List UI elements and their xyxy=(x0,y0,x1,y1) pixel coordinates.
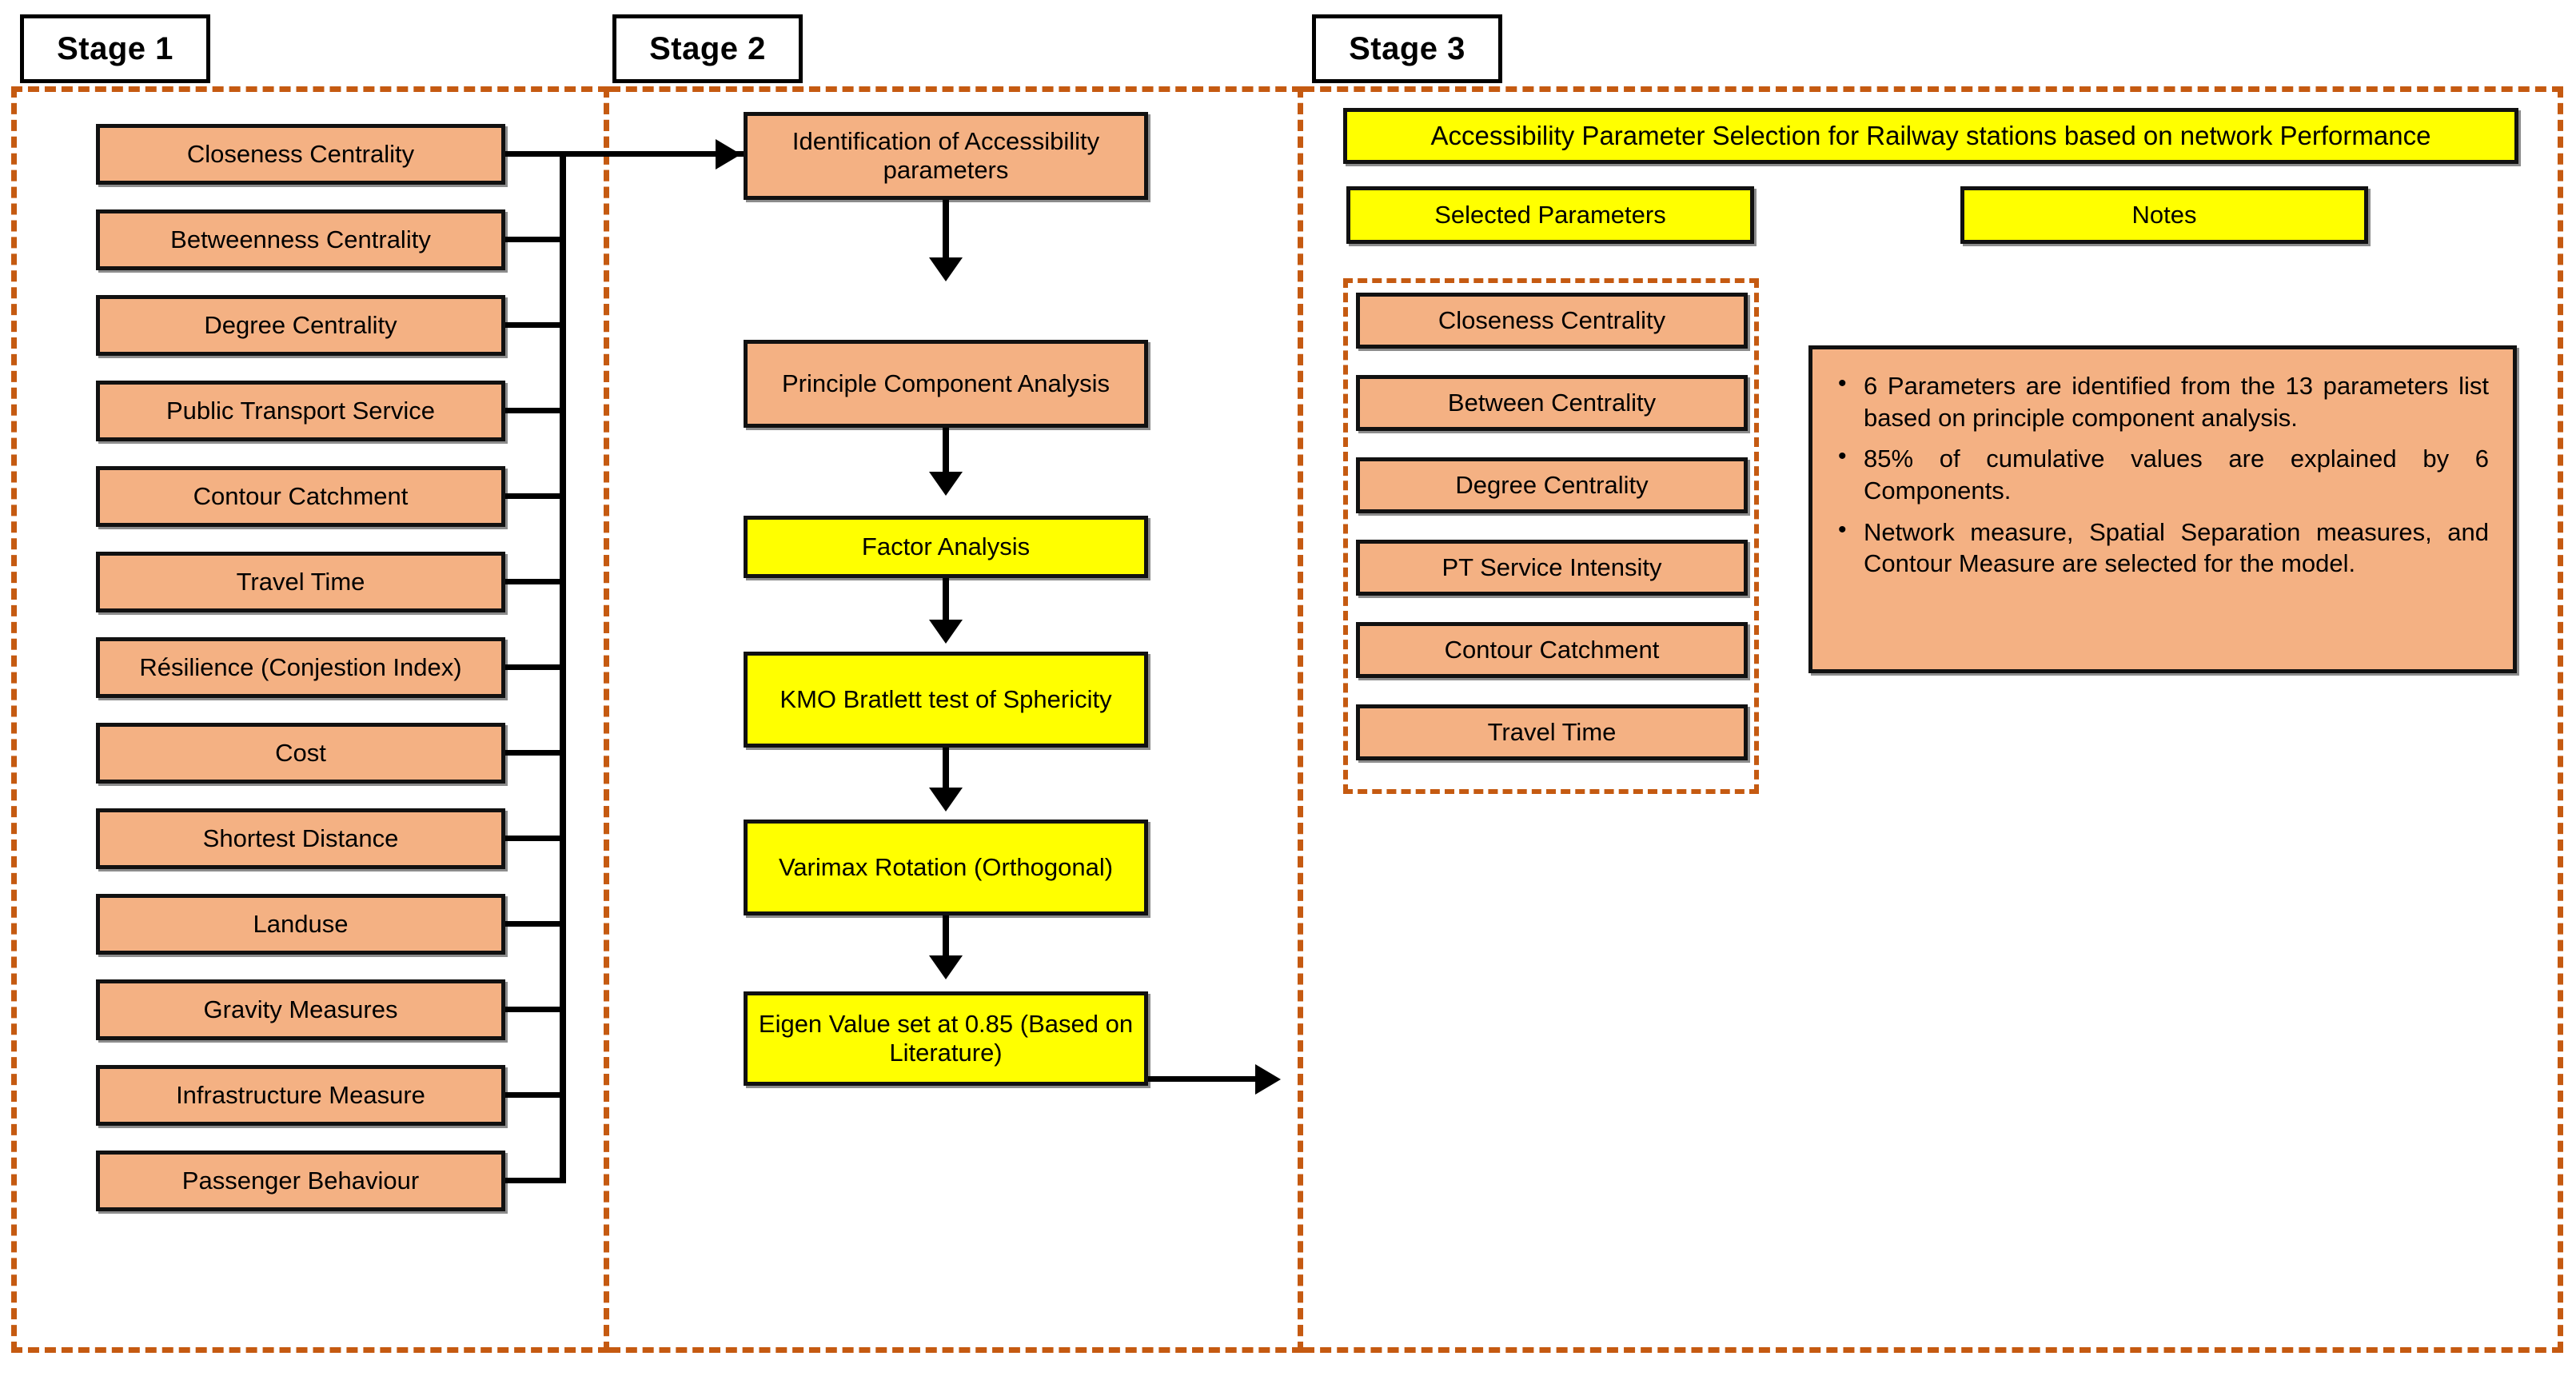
stage3-selected-parameter-label: Between Centrality xyxy=(1447,389,1657,417)
stage1-connector-stub xyxy=(504,408,566,413)
stage2-arrow-down-icon xyxy=(929,620,963,644)
stage-1-tab-label: Stage 1 xyxy=(57,30,173,66)
stage2-step-label: Varimax Rotation (Orthogonal) xyxy=(778,853,1114,882)
stage1-parameter-label: Public Transport Service xyxy=(166,397,435,425)
stage1-parameter-box[interactable]: Degree Centrality xyxy=(96,295,505,356)
stage1-connector-stub xyxy=(504,1007,566,1012)
stage1-parameter-box[interactable]: Closeness Centrality xyxy=(96,124,505,185)
stage1-parameter-box[interactable]: Infrastructure Measure xyxy=(96,1065,505,1126)
stage1-parameter-label: Résilience (Conjestion Index) xyxy=(139,653,462,682)
stage1-parameter-label: Closeness Centrality xyxy=(186,140,415,169)
stage1-connector-stub xyxy=(504,750,566,756)
stage2-arrow-down-icon xyxy=(929,257,963,281)
stage3-selected-parameters-group xyxy=(1343,278,1759,794)
stage2-arrow-shaft xyxy=(943,428,949,474)
stage-2-tab: Stage 2 xyxy=(612,14,803,83)
stage2-arrow-down-icon xyxy=(929,955,963,979)
stage-3-tab-label: Stage 3 xyxy=(1349,30,1465,66)
stage1-connector-stub xyxy=(504,921,566,927)
stage1-parameter-label: Landuse xyxy=(253,910,349,939)
stage3-selected-parameter-box[interactable]: Degree Centrality xyxy=(1356,457,1748,513)
stage2-to-stage3-line xyxy=(1146,1076,1262,1082)
stage3-notes-list: 6 Parameters are identified from the 13 … xyxy=(1832,369,2489,580)
stage2-step-box[interactable]: Factor Analysis xyxy=(744,516,1148,578)
stage1-parameter-label: Cost xyxy=(275,739,326,768)
stage2-arrow-down-icon xyxy=(929,788,963,812)
stage1-parameter-box[interactable]: Passenger Behaviour xyxy=(96,1151,505,1211)
stage1-parameter-label: Betweenness Centrality xyxy=(170,225,431,254)
stage-3-tab: Stage 3 xyxy=(1312,14,1502,83)
stage2-step-box[interactable]: KMO Bratlett test of Sphericity xyxy=(744,652,1148,748)
stage2-arrow-down-icon xyxy=(929,472,963,496)
stage1-parameter-label: Shortest Distance xyxy=(202,824,399,853)
stage1-parameter-box[interactable]: Betweenness Centrality xyxy=(96,209,505,270)
stage1-to-stage2-line xyxy=(504,151,744,157)
stage1-parameter-label: Contour Catchment xyxy=(193,482,409,511)
stage1-parameter-label: Passenger Behaviour xyxy=(181,1167,420,1195)
stage3-selected-parameters-header: Selected Parameters xyxy=(1346,186,1754,244)
stage3-selected-parameter-box[interactable]: Contour Catchment xyxy=(1356,622,1748,678)
stage3-note-item: 6 Parameters are identified from the 13 … xyxy=(1832,369,2489,433)
stage1-parameter-box[interactable]: Travel Time xyxy=(96,552,505,612)
stage-divider-2-3 xyxy=(1298,86,1303,1353)
stage3-title-banner: Accessibility Parameter Selection for Ra… xyxy=(1343,108,2518,164)
stage3-note-item: Network measure, Spatial Separation meas… xyxy=(1832,515,2489,580)
stage3-selected-parameters-header-label: Selected Parameters xyxy=(1434,201,1666,229)
stage3-selected-parameter-box[interactable]: PT Service Intensity xyxy=(1356,540,1748,596)
stage3-selected-parameter-label: Contour Catchment xyxy=(1444,636,1660,664)
stage3-note-item: 85% of cumulative values are explained b… xyxy=(1832,441,2489,506)
stage2-arrow-shaft xyxy=(943,200,949,260)
stage3-selected-parameter-box[interactable]: Closeness Centrality xyxy=(1356,293,1748,349)
stage3-selected-parameter-label: Degree Centrality xyxy=(1455,471,1649,500)
stage2-step-box[interactable]: Principle Component Analysis xyxy=(744,340,1148,428)
stage2-arrow-shaft xyxy=(943,578,949,622)
stage1-parameter-label: Infrastructure Measure xyxy=(176,1081,425,1110)
stage3-selected-parameter-label: Closeness Centrality xyxy=(1438,306,1666,335)
stage1-parameter-box[interactable]: Contour Catchment xyxy=(96,466,505,527)
stage2-step-box[interactable]: Identification of Accessibility paramete… xyxy=(744,112,1148,200)
stage3-notes-header: Notes xyxy=(1960,186,2368,244)
stage1-connector-stub xyxy=(504,664,566,670)
stage1-connector-stub xyxy=(504,493,566,499)
stage2-step-label: Principle Component Analysis xyxy=(781,369,1111,398)
stage1-parameter-label: Gravity Measures xyxy=(203,995,398,1024)
stage1-parameter-label: Travel Time xyxy=(236,568,365,596)
stage3-title-label: Accessibility Parameter Selection for Ra… xyxy=(1430,121,2431,151)
stage-3-panel xyxy=(1303,86,2563,1353)
stage1-parameter-box[interactable]: Cost xyxy=(96,723,505,784)
stage1-parameter-box[interactable]: Landuse xyxy=(96,894,505,955)
stage1-parameter-box[interactable]: Shortest Distance xyxy=(96,808,505,869)
stage2-step-label: Eigen Value set at 0.85 (Based on Litera… xyxy=(758,1010,1134,1067)
stage3-notes-header-label: Notes xyxy=(2131,201,2197,229)
stage1-parameter-box[interactable]: Public Transport Service xyxy=(96,381,505,441)
stage1-connector-stub xyxy=(504,579,566,584)
stage1-connector-stub xyxy=(504,1178,566,1183)
stage2-arrow-shaft xyxy=(943,915,949,958)
stage2-step-label: Identification of Accessibility paramete… xyxy=(792,127,1100,184)
stage3-selected-parameter-box[interactable]: Between Centrality xyxy=(1356,375,1748,431)
stage2-step-label: KMO Bratlett test of Sphericity xyxy=(780,685,1112,714)
stage-2-tab-label: Stage 2 xyxy=(649,30,766,66)
stage1-connector-bus xyxy=(560,151,566,1183)
stage1-parameter-label: Degree Centrality xyxy=(204,311,397,340)
stage1-connector-stub xyxy=(504,237,566,242)
stage2-arrow-shaft xyxy=(943,748,949,790)
stage1-to-stage2-arrow-icon xyxy=(716,139,741,170)
stage1-connector-stub xyxy=(504,836,566,841)
stage3-selected-parameter-label: PT Service Intensity xyxy=(1442,553,1662,582)
stage2-step-box[interactable]: Varimax Rotation (Orthogonal) xyxy=(744,820,1148,915)
stage2-to-stage3-arrow-icon xyxy=(1255,1064,1281,1095)
stage2-step-box[interactable]: Eigen Value set at 0.85 (Based on Litera… xyxy=(744,991,1148,1086)
stage-1-tab: Stage 1 xyxy=(20,14,210,83)
stage3-selected-parameter-label: Travel Time xyxy=(1487,718,1617,747)
stage3-selected-parameter-box[interactable]: Travel Time xyxy=(1356,704,1748,760)
stage2-step-label: Factor Analysis xyxy=(861,532,1031,561)
stage1-parameter-box[interactable]: Résilience (Conjestion Index) xyxy=(96,637,505,698)
stage1-parameter-box[interactable]: Gravity Measures xyxy=(96,979,505,1040)
stage1-connector-stub xyxy=(504,322,566,328)
stage-divider-1-2 xyxy=(604,86,609,1353)
stage3-notes-box: 6 Parameters are identified from the 13 … xyxy=(1808,345,2517,673)
stage1-connector-stub xyxy=(504,1092,566,1098)
